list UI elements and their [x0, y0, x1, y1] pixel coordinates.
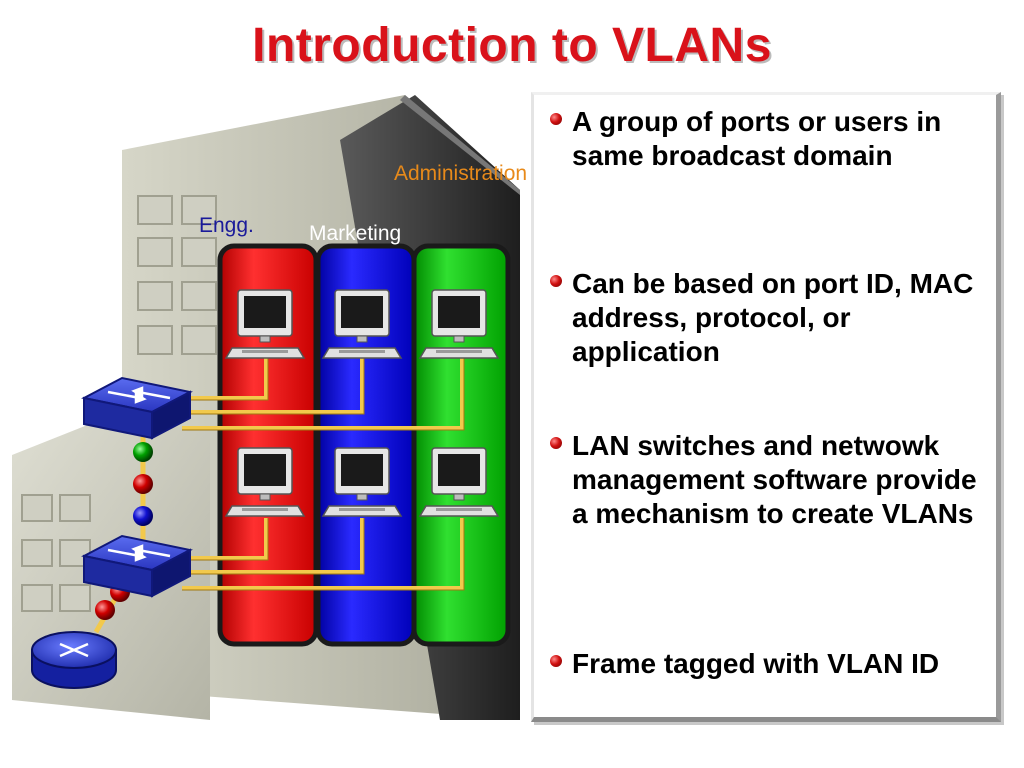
workstation-icon	[225, 289, 305, 359]
bullet-text: LAN switches and netwowk management soft…	[572, 430, 977, 529]
bullet-item: Can be based on port ID, MAC address, pr…	[550, 267, 990, 369]
workstation-icon	[419, 447, 499, 517]
vlan-label-engg: Engg.	[199, 214, 254, 237]
switch-icon	[81, 376, 193, 440]
bullet-text: A group of ports or users in same broadc…	[572, 106, 942, 171]
router-icon	[31, 631, 117, 689]
workstation-icon	[322, 289, 402, 359]
bullet-panel: A group of ports or users in same broadc…	[531, 92, 1001, 722]
bullet-text: Can be based on port ID, MAC address, pr…	[572, 268, 974, 367]
vlan-label-administration: Administration	[394, 162, 528, 185]
switch-icon	[81, 534, 193, 598]
bullet-item: LAN switches and netwowk management soft…	[550, 429, 990, 531]
vlan-column-admin	[411, 243, 511, 647]
bullet-item: Frame tagged with VLAN ID	[550, 647, 990, 681]
workstation-icon	[419, 289, 499, 359]
bullet-dot-icon	[550, 275, 562, 287]
trunk-link	[133, 432, 153, 540]
bullet-dot-icon	[550, 437, 562, 449]
vlan-label-marketing: Marketing	[309, 222, 402, 245]
bullet-dot-icon	[550, 655, 562, 667]
bullet-dot-icon	[550, 113, 562, 125]
slide-title: Introduction to VLANs	[252, 19, 772, 72]
workstation-icon	[225, 447, 305, 517]
workstation-icon	[322, 447, 402, 517]
bullet-text: Frame tagged with VLAN ID	[572, 648, 940, 679]
bullet-item: A group of ports or users in same broadc…	[550, 105, 990, 173]
cables	[182, 358, 464, 590]
